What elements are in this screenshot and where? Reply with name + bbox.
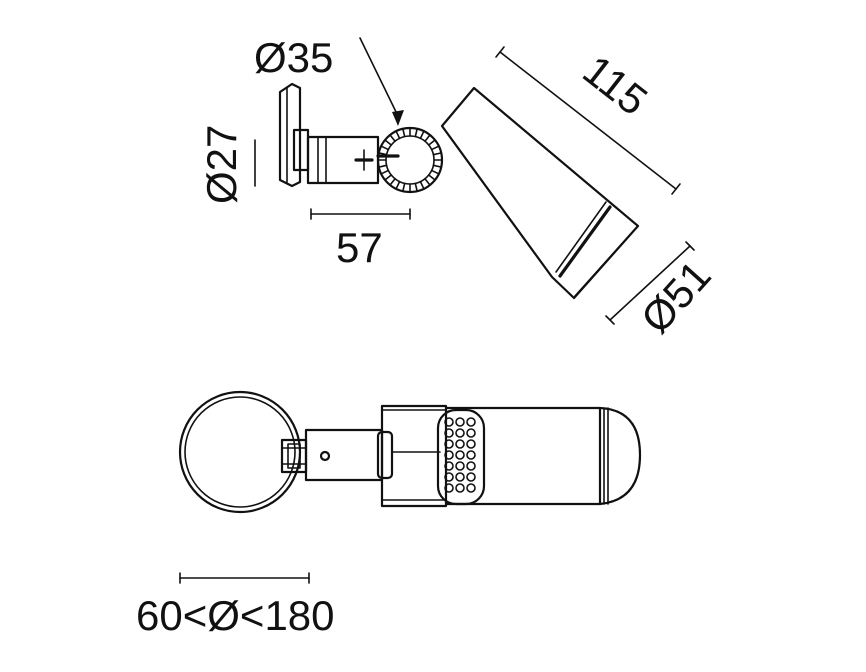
led-dot (444, 483, 454, 493)
knurl-tick (430, 145, 439, 151)
led-dot (466, 461, 476, 471)
knurl-tick (424, 134, 431, 143)
body-length-label: 115 (574, 46, 656, 124)
led-dot (455, 461, 465, 471)
knurl-tick (414, 182, 418, 192)
led-dot (444, 439, 454, 449)
knurl-tick (378, 152, 388, 156)
body-diameter-dim-line (605, 241, 695, 325)
led-dot (455, 439, 465, 449)
led-dot (455, 483, 465, 493)
led-dot (455, 472, 465, 482)
head-pivot-diameter-label: Ø35 (254, 34, 333, 81)
knurl-tick (384, 139, 393, 146)
led-dot (455, 417, 465, 427)
led-dot (455, 450, 465, 460)
knurl-tick (389, 134, 396, 143)
led-dot (444, 461, 454, 471)
knurl-tick (381, 169, 390, 175)
lamp-body-angled (440, 86, 640, 300)
knurl-tick (424, 177, 431, 186)
led-dot (466, 472, 476, 482)
knurl-tick (432, 164, 442, 168)
knurl-tick (389, 177, 396, 186)
adapter-length-dim-line (310, 208, 411, 220)
led-dot (466, 439, 476, 449)
body-length-dim-line (495, 46, 681, 195)
body-diameter-label: Ø51 (632, 252, 720, 342)
adapter-height-label: Ø27 (198, 125, 245, 204)
knurl-tick (381, 145, 390, 151)
led-dot (444, 450, 454, 460)
knurl-tick (402, 128, 406, 138)
led-dot (466, 428, 476, 438)
cutout-range-label: 60<Ø<180 (136, 592, 335, 639)
knurl-tick (378, 164, 388, 168)
knurl-tick (384, 174, 393, 181)
led-dot (466, 417, 476, 427)
knurl-tick (414, 128, 418, 138)
knurl-tick (432, 152, 442, 156)
top-view: 60<Ø<180 (136, 390, 642, 639)
led-dot (455, 428, 465, 438)
led-dot (466, 450, 476, 460)
led-dot (444, 417, 454, 427)
adapter-cylinder (306, 135, 380, 185)
led-dot (466, 483, 476, 493)
led-array (444, 417, 476, 493)
knurl-tick (402, 182, 406, 192)
knurl-tick (395, 180, 401, 189)
cutout-dim-line (179, 572, 310, 584)
knurl-tick (395, 131, 401, 140)
knurl-tick (419, 180, 425, 189)
knurl-tick (419, 131, 425, 140)
side-view: Ø35 Ø27 57 115 Ø51 (198, 34, 720, 342)
top-lamp-body (380, 404, 642, 508)
track-adapter-plate (278, 82, 310, 188)
led-dot (444, 472, 454, 482)
pivot-leader-arrow (359, 37, 404, 126)
knurl-tick (427, 139, 436, 146)
pivot-disc (376, 126, 444, 194)
led-dot (444, 428, 454, 438)
adapter-length-label: 57 (336, 224, 383, 271)
knurl-tick (430, 169, 439, 175)
knurl-tick (427, 174, 436, 181)
